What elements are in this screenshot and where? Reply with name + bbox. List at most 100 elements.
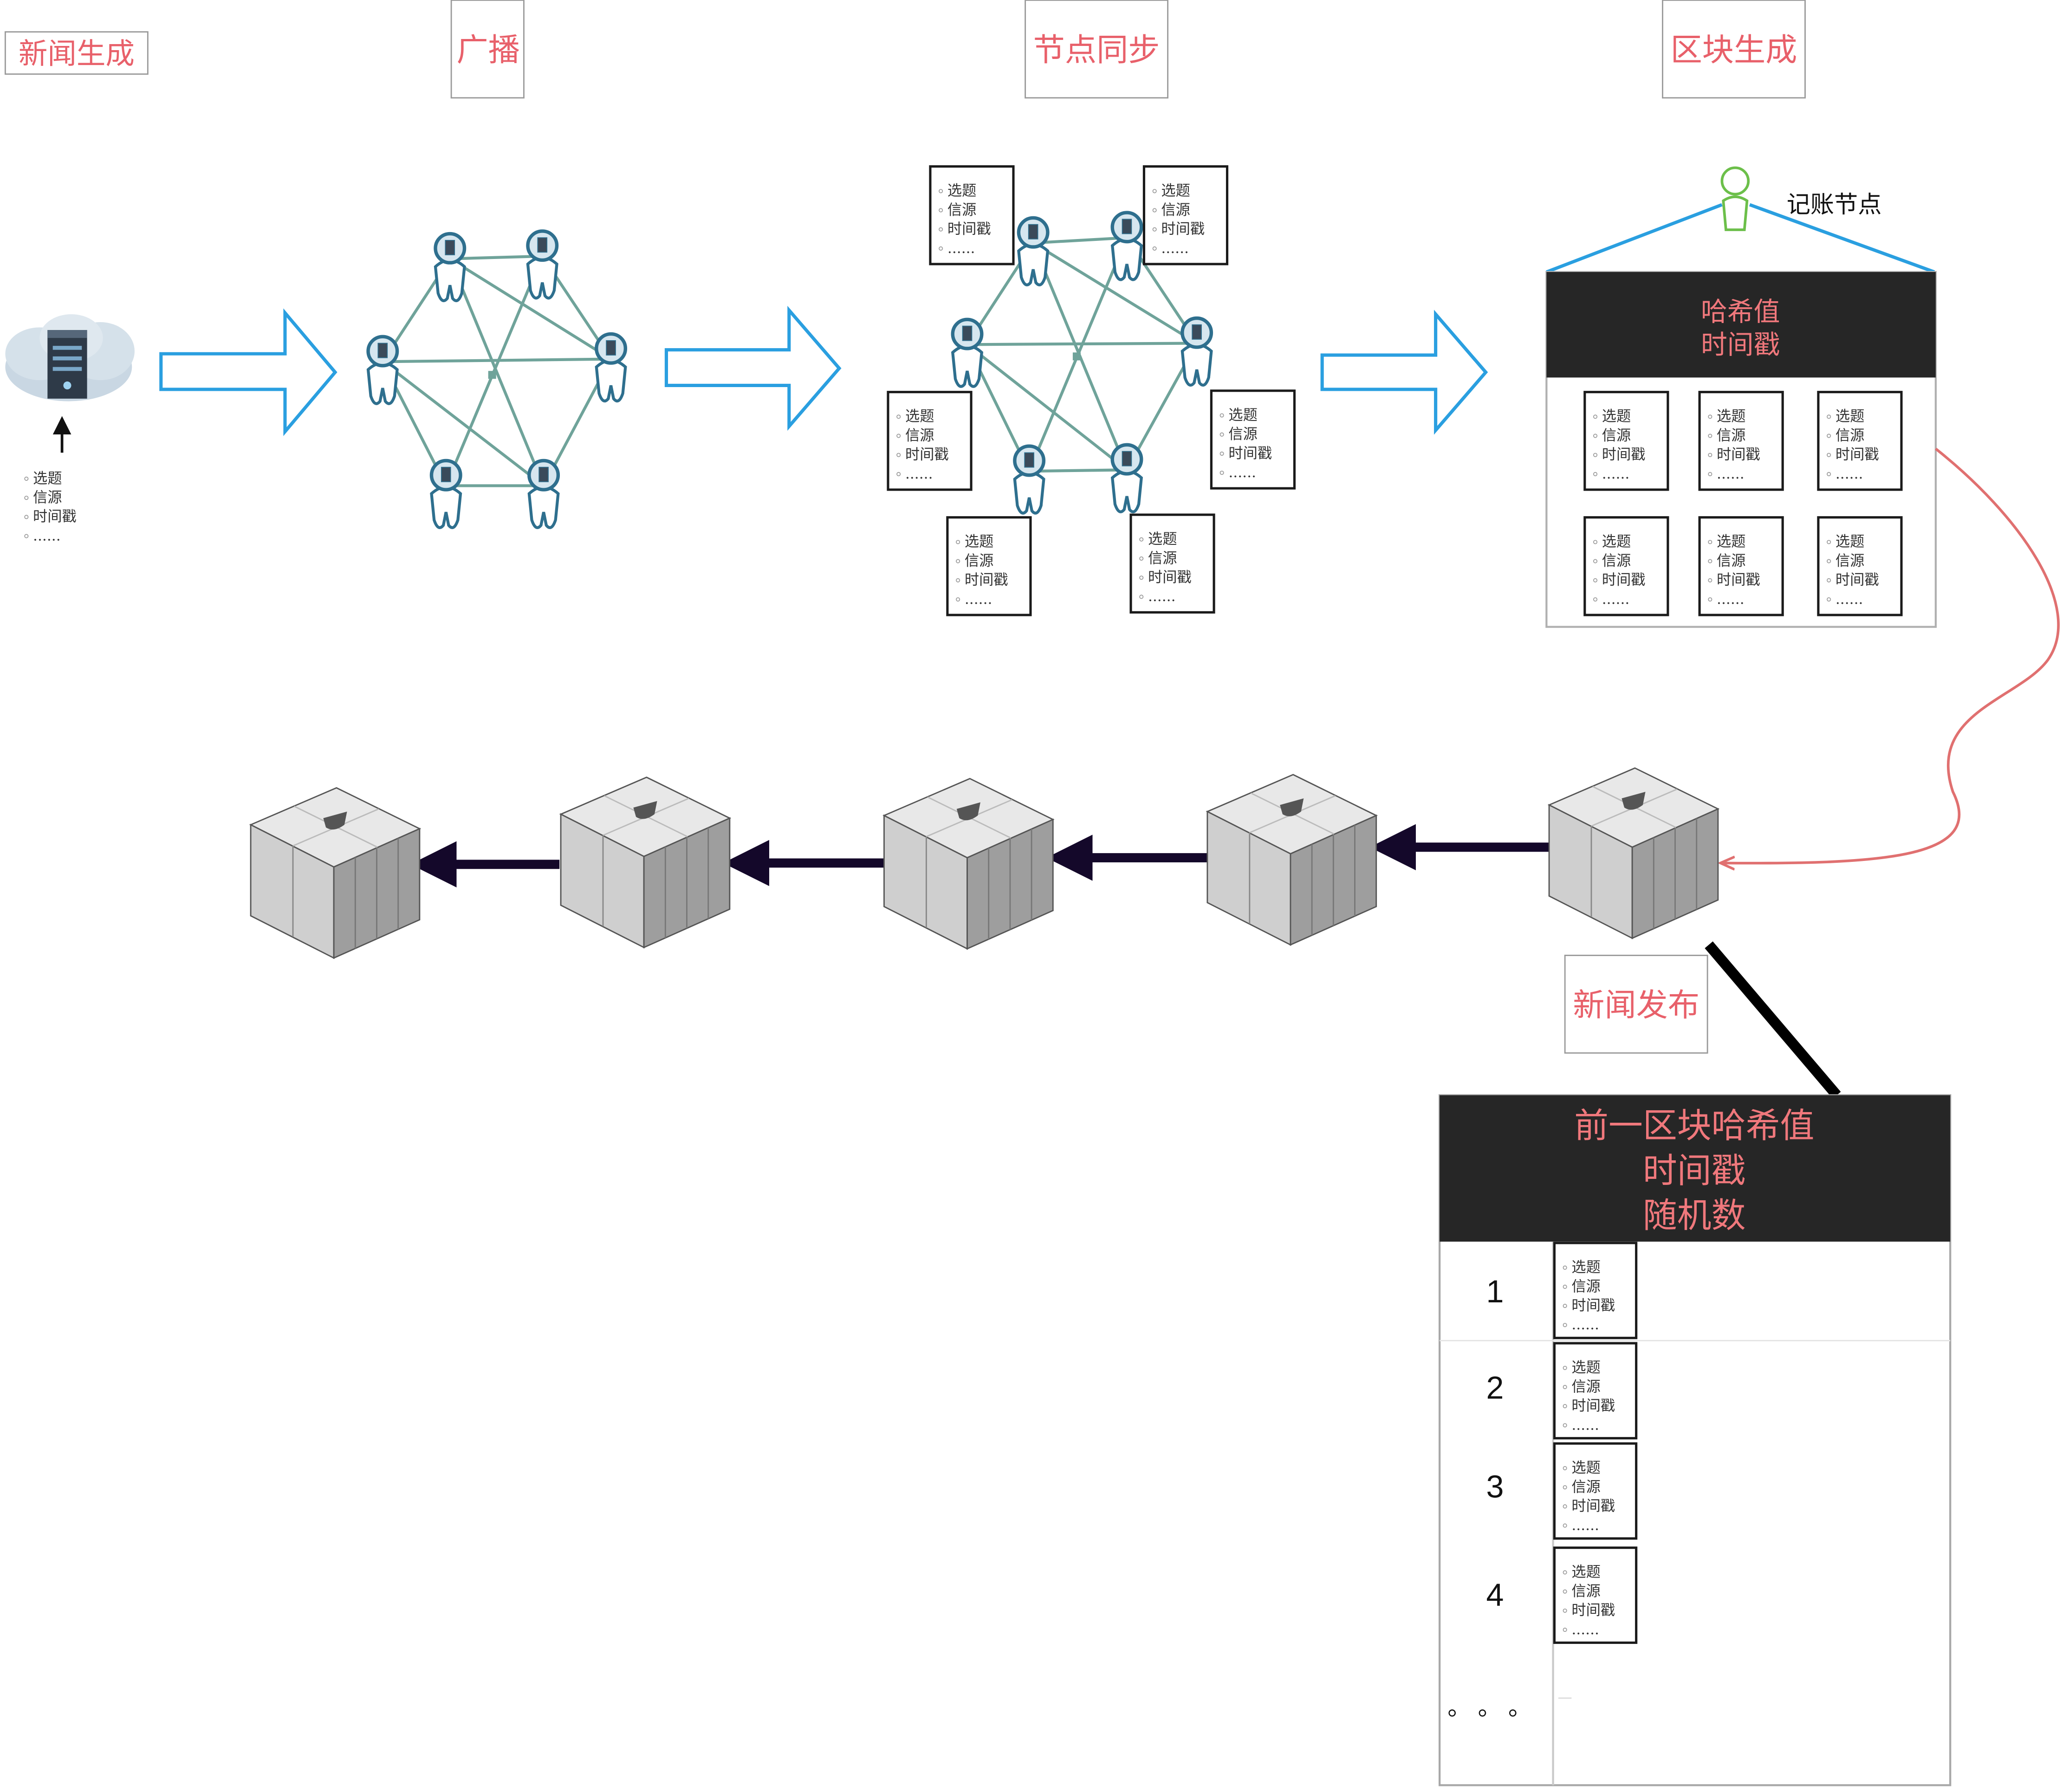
news-field: 时间戳: [1717, 572, 1760, 589]
new-block: 哈希值 时间戳 选题信源时间戳......选题信源时间戳......选题信源时间…: [1545, 271, 1937, 628]
news-field: 时间戳: [947, 221, 991, 238]
network-edge: [1033, 236, 1127, 245]
bullet-icon: [1563, 1608, 1567, 1613]
row-number: 4: [1486, 1578, 1504, 1613]
news-fields: 选题信源时间戳......: [1139, 531, 1192, 605]
news-field: 选题: [905, 408, 934, 425]
news-field: 时间戳: [1571, 1602, 1615, 1619]
news-field: ......: [33, 527, 61, 544]
bullet-icon: [1563, 1384, 1567, 1390]
row-number: 3: [1486, 1469, 1504, 1505]
bullet-icon: [1563, 1627, 1567, 1632]
bullet-icon: [1827, 540, 1831, 544]
logo-icon: [1280, 798, 1304, 816]
news-field: ......: [1836, 466, 1863, 482]
stage-title-news-release: 新闻发布: [1564, 954, 1708, 1054]
user-node-icon: [1110, 443, 1143, 513]
news-fields: 选题信源时间戳......: [1708, 408, 1760, 482]
news-field: ......: [1571, 1517, 1599, 1533]
user-node-icon: [429, 459, 462, 529]
bullet-icon: [1708, 597, 1712, 602]
user-node-icon: [1110, 211, 1143, 281]
user-node-icon: [951, 317, 984, 388]
user-node-icon: [1017, 216, 1050, 286]
bullet-icon: [24, 515, 29, 519]
news-document: 选题信源时间戳......: [1553, 1442, 1638, 1540]
news-field: 信源: [1148, 550, 1177, 567]
block-detail-panel: 前一区块哈希值 时间戳 随机数 1选题信源时间戳......2选题信源时间戳..…: [1439, 1094, 1952, 1786]
bullet-icon: [1593, 472, 1598, 477]
broadcast-network: [366, 229, 628, 529]
news-fields: 选题信源时间戳......: [1827, 408, 1879, 482]
news-document: 选题信源时间戳......: [1583, 516, 1669, 616]
news-document: 选题信源时间戳......: [1553, 1546, 1638, 1644]
news-field: 选题: [1717, 533, 1746, 550]
network-edge: [1032, 241, 1198, 345]
news-fields: 选题信源时间戳......: [1563, 1259, 1615, 1333]
news-field: ......: [1148, 588, 1176, 605]
network-edge: [1029, 468, 1127, 473]
bullet-icon: [1593, 559, 1598, 563]
block-documents: 选题信源时间戳......选题信源时间戳......选题信源时间戳......选…: [1583, 391, 1903, 616]
news-field: 信源: [1161, 201, 1190, 218]
flow-arrow-3: [1320, 310, 1488, 435]
news-field: 选题: [947, 182, 976, 199]
news-field: 信源: [1602, 552, 1631, 569]
bullet-icon: [896, 414, 901, 419]
news-field: ......: [1571, 1316, 1599, 1333]
news-fields: 选题信源时间戳......: [24, 470, 77, 544]
server-block-icon: [882, 777, 1055, 950]
news-fields: 选题信源时间戳......: [1219, 407, 1272, 481]
bullet-icon: [1563, 1323, 1567, 1327]
server-glyph-icon: [538, 466, 549, 482]
bullet-icon: [956, 597, 960, 602]
news-field: 信源: [1717, 552, 1746, 569]
user-node-icon: [1013, 444, 1046, 515]
bullet-icon: [1827, 453, 1831, 457]
bullet-icon: [1563, 1485, 1567, 1490]
news-field: 选题: [1836, 533, 1865, 550]
news-field: 时间戳: [1836, 446, 1879, 463]
news-fields: 选题信源时间戳......: [1563, 1564, 1615, 1638]
stage-title-news-generation: 新闻生成: [4, 31, 149, 75]
bullet-icon: [1827, 597, 1831, 602]
bullet-icon: [1152, 227, 1157, 232]
bullet-icon: [1563, 1304, 1567, 1308]
bullet-icon: [956, 559, 960, 563]
user-node-icon: [1720, 166, 1750, 231]
bullet-icon: [956, 540, 960, 544]
bullet-icon: [1593, 453, 1598, 457]
news-fields: 选题信源时间戳......: [1152, 182, 1205, 257]
news-field: 信源: [947, 201, 976, 218]
detail-connector: [1705, 941, 1841, 1099]
bullet-icon: [1708, 414, 1712, 419]
bullet-icon: [24, 496, 29, 500]
news-field: 时间戳: [1571, 1397, 1615, 1414]
bullet-icon: [1708, 453, 1712, 457]
bullet-icon: [1563, 1589, 1567, 1594]
news-field: 信源: [1602, 427, 1631, 444]
news-field: 时间戳: [1571, 1498, 1615, 1514]
stage-title-block-generation: 区块生成: [1662, 0, 1806, 99]
news-field: 时间戳: [1717, 446, 1760, 463]
bullet-icon: [1152, 189, 1157, 194]
news-document: 选题信源时间戳......: [929, 165, 1015, 265]
bullet-icon: [1593, 540, 1598, 544]
bullet-icon: [1152, 246, 1157, 251]
news-field: 选题: [1602, 408, 1631, 425]
user-node-icon: [527, 459, 560, 529]
bullet-icon: [1219, 413, 1224, 418]
news-document: 选题信源时间戳......: [1129, 513, 1215, 614]
bullet-icon: [1563, 1284, 1567, 1289]
server-glyph-icon: [1192, 324, 1202, 340]
bullet-icon: [1827, 433, 1831, 438]
news-field: 信源: [1571, 1378, 1601, 1395]
news-document: 选题信源时间戳......: [1817, 516, 1903, 616]
network-edge: [967, 342, 1197, 346]
bullet-icon: [896, 453, 901, 457]
bullet-icon: [1593, 578, 1598, 582]
server-block-icon: [249, 787, 422, 959]
news-document: 选题信源时间戳......: [1142, 165, 1229, 265]
bullet-icon: [1563, 1523, 1567, 1528]
bullet-icon: [1827, 414, 1831, 419]
